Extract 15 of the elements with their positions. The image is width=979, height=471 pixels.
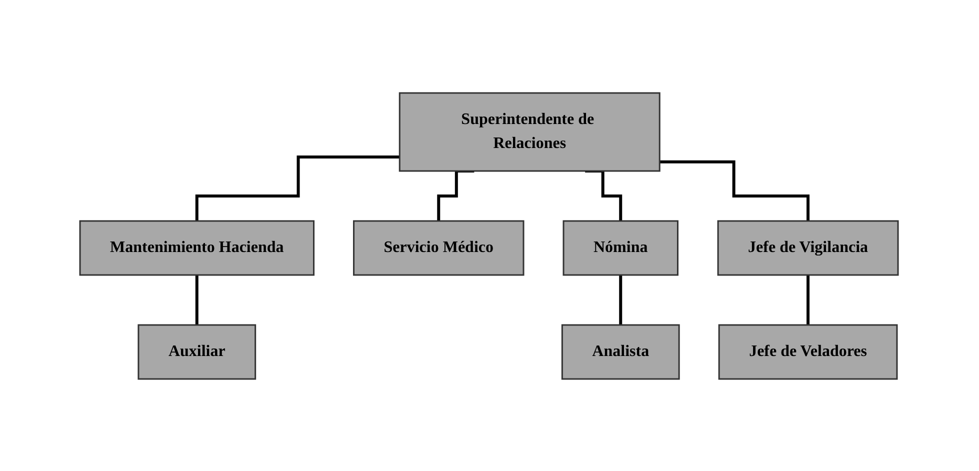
node-box: Analista <box>562 324 680 380</box>
connector <box>586 169 623 222</box>
node-box: Jefe de Vigilancia <box>718 220 900 276</box>
connector <box>660 160 810 222</box>
connector <box>196 155 400 222</box>
node-box: Superintendente de Relaciones <box>399 92 661 172</box>
node-box: Servicio Médico <box>354 220 525 276</box>
node-box: Jefe de Veladores <box>718 324 898 380</box>
connector <box>620 273 623 326</box>
node-box: Mantenimiento Hacienda <box>80 220 315 276</box>
connector <box>438 169 475 222</box>
node-box: Auxiliar <box>138 324 257 380</box>
node-box: Nómina <box>563 220 679 276</box>
connector <box>196 273 199 326</box>
connector <box>807 273 810 326</box>
